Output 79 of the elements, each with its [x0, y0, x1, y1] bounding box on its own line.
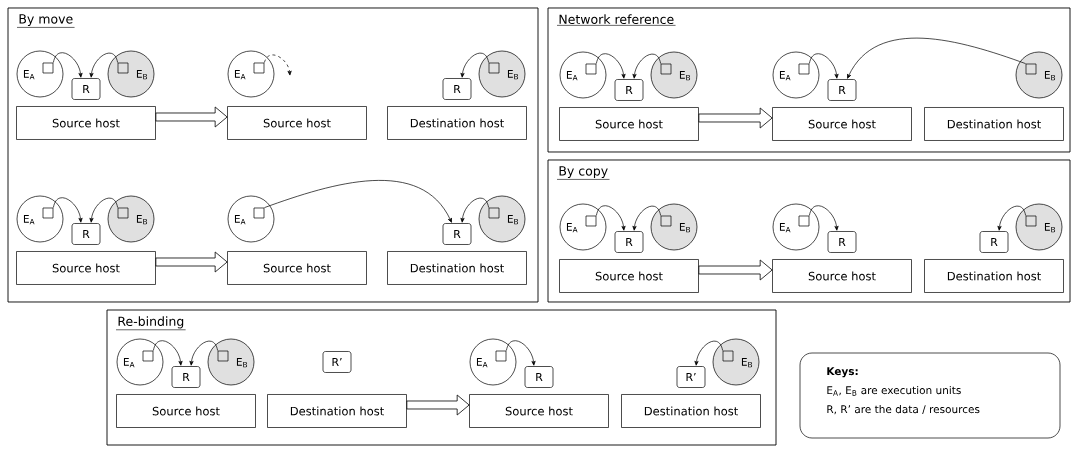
small-square [1025, 63, 1037, 75]
arrow [596, 53, 626, 79]
host-box: Source host [116, 394, 256, 428]
dashed-arrow [264, 54, 292, 76]
small-square [798, 215, 810, 227]
arrow [89, 52, 118, 78]
panel-title: By copy [556, 166, 610, 180]
resource-box: R [614, 231, 644, 253]
small-square [488, 62, 500, 74]
arrow [997, 205, 1026, 231]
host-box: Source host [16, 251, 156, 285]
resource-box: R [524, 366, 554, 388]
panel-title: By move [16, 14, 75, 28]
arrow [264, 180, 452, 223]
host-box: Source host [772, 259, 912, 293]
resource-box: R [827, 79, 857, 101]
block-arrow [155, 106, 228, 128]
small-square [142, 350, 154, 362]
arrow [89, 197, 118, 223]
host-box: Destination host [621, 394, 761, 428]
host-box: Destination host [924, 259, 1064, 293]
arrow [809, 205, 839, 231]
small-square [117, 207, 129, 219]
small-square [798, 63, 810, 75]
small-square [42, 207, 54, 219]
small-square [488, 207, 500, 219]
arrow [189, 340, 218, 366]
resource-box: R [614, 79, 644, 101]
arrow [153, 340, 183, 366]
block-arrow [406, 394, 470, 416]
panel-title: Network reference [556, 14, 676, 26]
small-square [1025, 215, 1037, 227]
arrow [506, 340, 536, 366]
resource-box: R [442, 223, 472, 245]
host-box: Source host [469, 394, 609, 428]
arrow [460, 52, 489, 78]
resource-box: R [71, 78, 101, 100]
block-arrow [155, 251, 228, 273]
small-square [585, 215, 597, 227]
host-box: Source host [227, 251, 367, 285]
resource-box: R [442, 78, 472, 100]
small-square [660, 215, 672, 227]
arrow [460, 197, 489, 223]
small-square [660, 63, 672, 75]
host-box: Destination host [387, 106, 527, 140]
small-square [495, 350, 507, 362]
resource-box: R’ [676, 366, 706, 388]
host-box: Source host [16, 106, 156, 140]
small-square [722, 350, 734, 362]
small-square [253, 62, 265, 74]
host-box: Source host [772, 107, 912, 141]
panel-title: Re-binding [115, 316, 186, 331]
block-arrow [698, 259, 773, 281]
small-square [42, 62, 54, 74]
arrow [632, 205, 661, 231]
arrow [847, 37, 1026, 79]
resource-box: R [979, 231, 1009, 253]
host-box: Source host [559, 107, 699, 141]
small-square [117, 62, 129, 74]
host-box: Source host [559, 259, 699, 293]
host-box: Source host [227, 106, 367, 140]
resource-box: R [171, 366, 201, 388]
arrow [632, 53, 661, 79]
small-square [585, 63, 597, 75]
arrow [694, 340, 723, 366]
host-box: Destination host [924, 107, 1064, 141]
host-box: Destination host [387, 251, 527, 285]
small-square [217, 350, 229, 362]
resource-box: R [827, 231, 857, 253]
arrow [809, 53, 839, 79]
arrow [53, 197, 83, 223]
resource-box: R’ [322, 351, 352, 373]
host-box: Destination host [267, 394, 407, 428]
resource-box: R [71, 223, 101, 245]
block-arrow [698, 107, 773, 129]
arrow [53, 52, 83, 78]
keys-box: Keys: E$_{A}$, E$_{B}$ are execution units R, R’ are the data / resources [799, 352, 1061, 439]
arrow [596, 205, 626, 231]
small-square [253, 207, 265, 219]
